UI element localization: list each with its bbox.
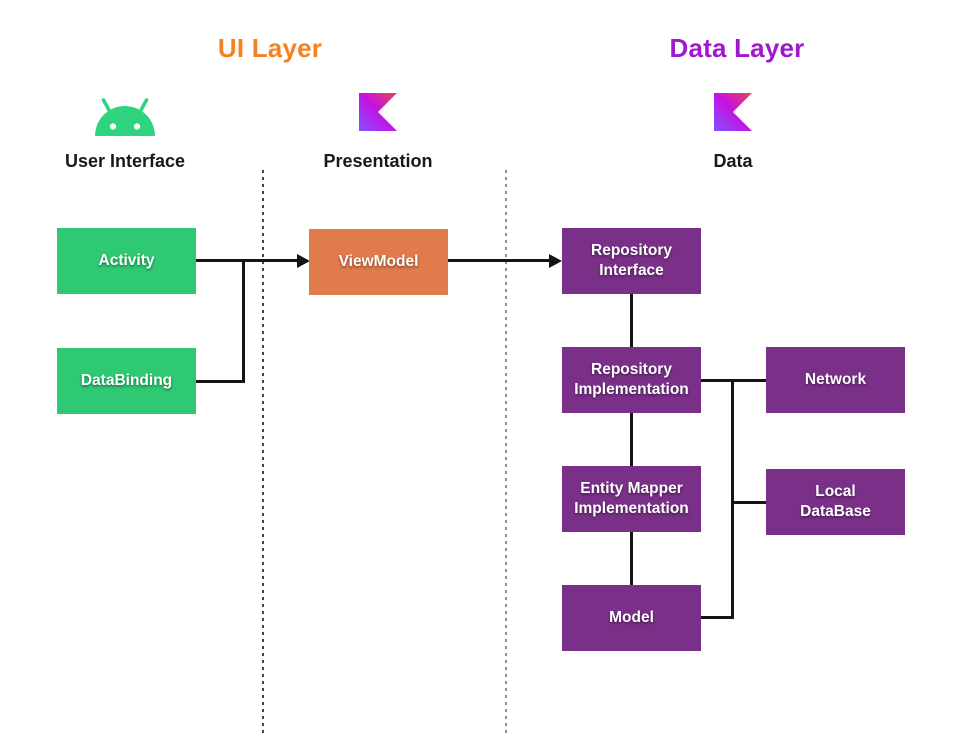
connector-activity-viewmodel	[195, 259, 299, 262]
node-repository-implementation: Repository Implementation	[562, 347, 701, 413]
connector-interface-implementation	[630, 294, 633, 348]
node-label: Model	[609, 609, 654, 626]
connector-implementation-mapper	[630, 413, 633, 467]
node-label: Entity Mapper Implementation	[574, 480, 689, 517]
data-layer-title: Data Layer	[669, 33, 805, 63]
connector-branch-localdb	[731, 501, 766, 504]
connector-branch-model	[701, 616, 734, 619]
node-entity-mapper-implementation: Entity Mapper Implementation	[562, 466, 701, 532]
kotlin-icon	[714, 93, 752, 131]
android-icon	[93, 96, 157, 138]
connector-databinding-junction	[242, 259, 245, 383]
node-label: Repository Interface	[591, 242, 672, 279]
column-divider	[262, 170, 264, 737]
connector-mapper-model	[630, 532, 633, 586]
column-label-presentation: Presentation	[323, 151, 433, 171]
arrowhead-icon	[549, 254, 562, 268]
node-activity: Activity	[57, 228, 196, 294]
node-network: Network	[766, 347, 905, 413]
node-label: Activity	[98, 252, 155, 269]
node-label: Local DataBase	[800, 483, 871, 520]
kotlin-icon	[359, 93, 397, 131]
ui-layer-title: UI Layer	[217, 33, 323, 63]
node-databinding: DataBinding	[57, 348, 196, 414]
node-local-database: Local DataBase	[766, 469, 905, 535]
node-repository-interface: Repository Interface	[562, 228, 701, 294]
arrowhead-icon	[297, 254, 310, 268]
connector-databinding-out	[195, 380, 245, 383]
node-viewmodel: ViewModel	[309, 229, 448, 295]
node-model: Model	[562, 585, 701, 651]
connector-branch-vertical	[731, 379, 734, 619]
column-label-user-interface: User Interface	[64, 151, 186, 171]
node-label: Network	[804, 371, 867, 388]
node-label: DataBinding	[80, 372, 173, 389]
node-label: Repository Implementation	[574, 361, 689, 398]
connector-viewmodel-repository	[448, 259, 550, 262]
node-label: ViewModel	[338, 253, 419, 270]
column-label-data: Data	[713, 151, 753, 171]
column-divider	[505, 170, 507, 737]
